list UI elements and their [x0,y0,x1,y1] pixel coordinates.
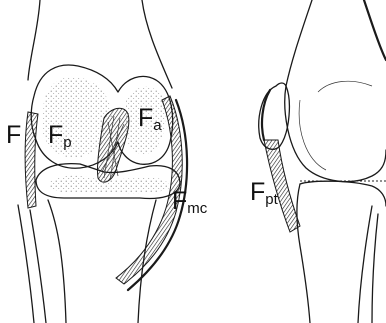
lateral-tibia-back [358,206,372,323]
femur-shaft [28,0,40,80]
patellar-tendon [264,140,300,232]
label-f: F [6,121,21,149]
lateral-femur-front [286,0,312,86]
lateral-tibia-front [297,184,310,323]
condyle-contour [299,81,372,170]
label-fmc: Fmc [172,187,208,217]
anterior-knee-drawing [18,0,187,323]
lateral-collateral-ligament [25,112,38,208]
lateral-knee-drawing [259,0,386,323]
femur-shaft-right [142,0,172,88]
lateral-tibia-top [300,181,386,206]
lateral-femur-back [364,0,386,60]
patella-edge [262,90,270,140]
lateral-fibula [372,214,378,323]
tibia-shaft-left [48,200,66,323]
